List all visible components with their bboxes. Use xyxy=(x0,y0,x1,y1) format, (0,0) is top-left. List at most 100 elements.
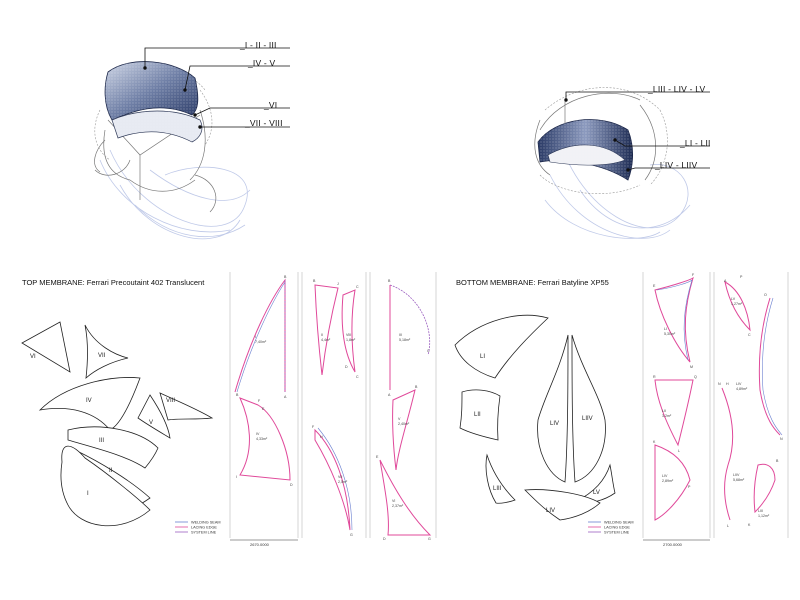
panel-area-liv-b: 4,89m² xyxy=(736,387,748,391)
piece-label-liiv: LIIV xyxy=(582,416,593,422)
point-letter: K xyxy=(653,440,656,444)
point-letter: C xyxy=(356,285,359,289)
panel-area-iii: 5,18m² xyxy=(399,338,411,342)
top-piece-labels: VI VII IV VIII V III II I xyxy=(30,353,175,497)
panel-area-li: 5,30m² xyxy=(664,332,676,336)
point-letter: E xyxy=(653,284,656,288)
callout-i-ii-iii: _I - II - III xyxy=(240,40,277,50)
panel-label-vi: VI xyxy=(392,499,395,503)
top-cutting-panels: 2670.0000 xyxy=(229,272,437,547)
point-letter: D xyxy=(383,537,386,541)
top-membrane-pieces xyxy=(21,321,214,527)
left-3d-view xyxy=(94,47,290,240)
point-letter: K xyxy=(748,523,751,527)
point-letter: B xyxy=(776,459,779,463)
point-letter: P xyxy=(740,275,743,279)
bottom-panel-labels: LI 5,30m² LII 3,2m² LIV 2,89m² LV 1,27m²… xyxy=(662,297,770,518)
piece-i xyxy=(60,445,151,527)
piece-li xyxy=(454,315,549,379)
piece-vii xyxy=(84,324,129,379)
top-membrane-title: TOP MEMBRANE: Ferrari Precoutaint 402 Tr… xyxy=(22,278,205,287)
callout-vii-viii: _VII - VIII xyxy=(245,118,283,128)
point-letter: A xyxy=(284,395,287,399)
piece-liv-a xyxy=(537,334,569,483)
point-letter: O xyxy=(764,293,767,297)
piece-label-lii: LII xyxy=(474,412,481,418)
point-letter: N xyxy=(780,437,783,441)
panel-label-viii: VIII xyxy=(346,333,351,337)
point-letter: C xyxy=(427,349,430,353)
piece-label-liv: LIV xyxy=(550,421,559,427)
piece-v xyxy=(137,394,171,439)
panel-area-liv: 2,89m² xyxy=(662,479,674,483)
panel-label-iv: IV xyxy=(256,432,260,436)
point-letter: M xyxy=(690,365,693,369)
legend-lacing-edge: LACING EDGE xyxy=(604,526,630,530)
legend-welding-seam: WELDING SEAM xyxy=(604,521,634,525)
point-letter: G xyxy=(428,537,431,541)
bottom-membrane-title: BOTTOM MEMBRANE: Ferrari Batyline XP55 xyxy=(456,278,609,287)
bottom-cutting-panels: 2700.0000 xyxy=(642,272,789,547)
panel-label-iii: III xyxy=(399,333,402,337)
callout-liv-liiv: _LIV - LIIV xyxy=(655,160,698,170)
bottom-legend: WELDING SEAM LACING EDGE SYSTEM LINE xyxy=(588,521,634,535)
piece-label-liii: LIII xyxy=(493,486,502,492)
piece-viii xyxy=(159,392,214,421)
point-letter: D xyxy=(290,483,293,487)
panel-area-ii: 4,4m² xyxy=(321,338,331,342)
piece-label-i: I xyxy=(87,491,89,497)
point-letter: H xyxy=(320,435,323,439)
top-point-letters: B A B J C D C B A B F E D I F G H C B E … xyxy=(236,275,431,541)
piece-label-li: LI xyxy=(480,354,485,360)
point-letter: D xyxy=(345,365,348,369)
point-letter: B xyxy=(415,385,418,389)
panel-label-vii: VII xyxy=(338,475,342,479)
point-letter: F xyxy=(312,425,315,429)
bottom-point-letters: E F M R Q K L P A P O C N H N K B L xyxy=(653,273,783,528)
piece-label-iii: III xyxy=(99,438,104,444)
point-letter: A xyxy=(724,279,727,283)
right-3d-view xyxy=(534,87,710,239)
point-letter: B xyxy=(236,393,239,397)
point-letter: Q xyxy=(694,375,697,379)
panel-label-lii: LII xyxy=(662,409,666,413)
panel-label-liiv: LIIV xyxy=(733,473,740,477)
point-letter: F xyxy=(258,399,261,403)
legend-system-line: SYSTEM LINE xyxy=(191,531,217,535)
callout-vi: _VI xyxy=(264,100,278,110)
panel-label-ii: II xyxy=(321,333,323,337)
piece-iv xyxy=(38,377,141,431)
point-letter: C xyxy=(748,333,751,337)
piece-liii xyxy=(485,453,516,504)
point-letter: L xyxy=(727,524,729,528)
top-legend: WELDING SEAM LACING EDGE SYSTEM LINE xyxy=(175,521,221,535)
point-letter: C xyxy=(356,375,359,379)
legend-system-line: SYSTEM LINE xyxy=(604,531,630,535)
bottom-piece-labels: LI LII LIV LIIV LIII LV LIV xyxy=(474,354,600,514)
callout-iv-v: _IV - V xyxy=(248,58,276,68)
piece-liv-b xyxy=(524,489,601,521)
piece-label-lv: LV xyxy=(593,490,600,496)
panel-area-lii: 3,2m² xyxy=(662,414,672,418)
point-letter: F xyxy=(692,273,695,277)
top-dimension: 2670.0000 xyxy=(250,542,270,547)
point-letter: P xyxy=(688,485,691,489)
piece-label-vi: VI xyxy=(30,354,36,360)
panel-label-liii: LIII xyxy=(758,509,763,513)
piece-label-iv: IV xyxy=(86,398,92,404)
point-letter: B xyxy=(313,279,316,283)
point-letter: J xyxy=(337,282,339,286)
point-letter: E xyxy=(262,407,265,411)
piece-label-liv-b: LIV xyxy=(546,508,555,514)
point-letter: R xyxy=(653,375,656,379)
panel-area-vi: 2,37m² xyxy=(392,504,404,508)
panel-label-liv-b: LIV xyxy=(736,382,742,386)
bottom-membrane-pieces xyxy=(454,315,616,521)
piece-label-ii: II xyxy=(109,468,113,474)
piece-vi xyxy=(21,321,71,373)
piece-label-vii: VII xyxy=(98,353,106,359)
panel-label-i: I xyxy=(255,335,256,339)
panel-area-vii: 2,5m² xyxy=(338,480,348,484)
